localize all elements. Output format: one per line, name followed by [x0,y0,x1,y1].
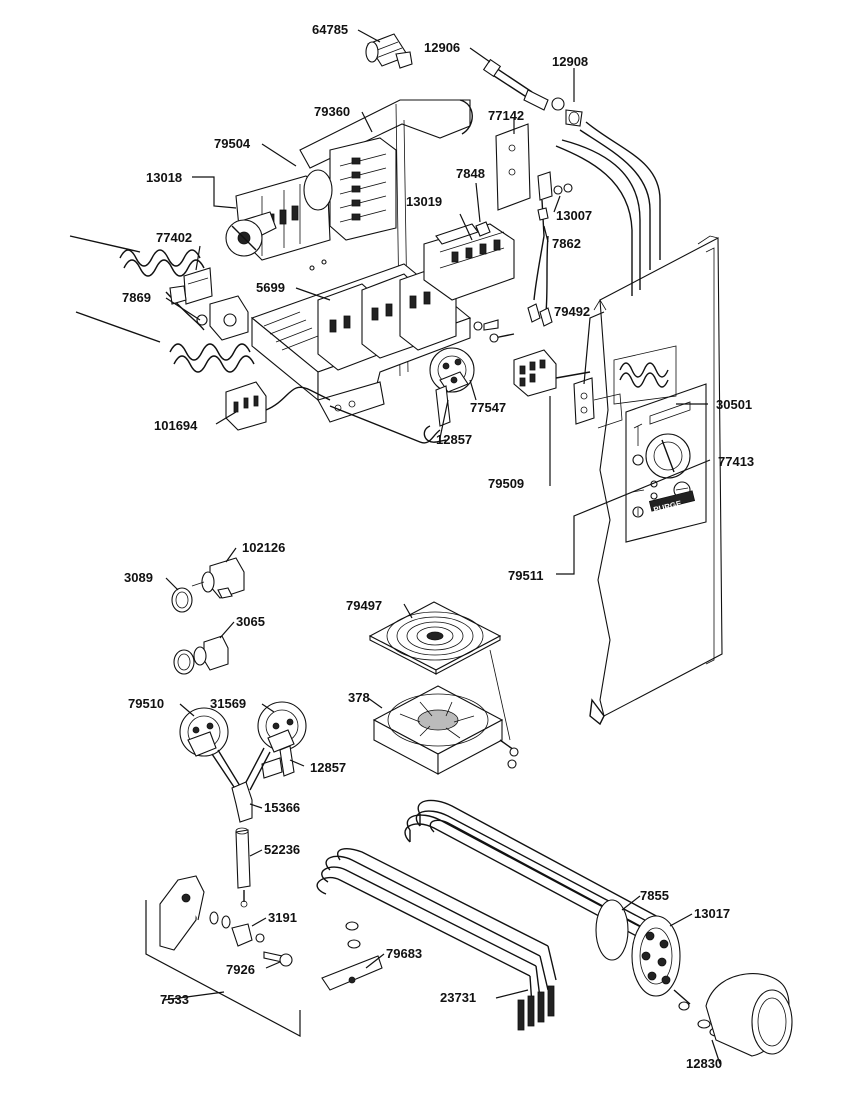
part-label-p79510: 79510 [128,696,164,711]
part-label-p79497: 79497 [346,598,382,613]
panel-switch [513,349,623,429]
part-label-p79360: 79360 [314,104,350,119]
part-label-p12857b: 12857 [310,760,346,775]
part-label-p79511: 79511 [508,568,543,583]
part-label-p378: 378 [348,690,370,705]
part-label-p7848: 7848 [456,166,485,181]
pressure-switch-upper [329,347,475,444]
part-label-p30501: 30501 [716,397,752,412]
temperature-probe [482,58,583,127]
part-label-p77413: 77413 [718,454,754,469]
terminal-rail [423,223,515,301]
part-label-p7533: 7533 [160,992,189,1007]
part-label-p101694: 101694 [154,418,198,433]
part-label-p102126: 102126 [242,540,285,555]
indicator-lamp-3065 [173,635,229,675]
part-label-p52236: 52236 [264,842,300,857]
pressure-switch-31569 [243,701,307,791]
part-label-p15366: 15366 [264,800,300,815]
part-label-p5699: 5699 [256,280,285,295]
part-label-p77142: 77142 [488,108,524,123]
part-label-p12830: 12830 [686,1056,722,1071]
heating-element-23731 [316,848,557,1031]
part-label-p79683: 79683 [386,946,422,961]
part-label-p79492: 79492 [554,304,590,319]
safety-thermostat [196,295,249,341]
part-label-p31569: 31569 [210,696,246,711]
element-flange-13017 [595,899,723,1037]
part-label-p77402: 77402 [156,230,192,245]
rotary-switch [225,169,333,261]
panel-spring [613,345,677,405]
mounting-screws [309,259,515,343]
part-label-p7855: 7855 [640,888,669,903]
part-label-p79509: 79509 [488,476,524,491]
pressure-switch-79510 [179,707,241,791]
hose-52236 [235,827,251,908]
part-label-p13019: 13019 [406,194,442,209]
fan-guard-79497 [368,601,502,675]
element-bracket-79683 [321,921,383,991]
part-label-p13017: 13017 [694,906,730,921]
contactor-block [317,265,457,371]
cover-plate [495,123,531,211]
thermostat-clip [169,267,213,305]
fitting-3191 [209,911,265,947]
part-label-p3065: 3065 [236,614,265,629]
part-label-p7869: 7869 [122,290,151,305]
indicator-lamp-102126 [191,557,245,599]
earth-clip [527,171,573,327]
capillary-tubes [555,121,661,296]
part-label-p3191: 3191 [268,910,297,925]
part-label-p13007: 13007 [556,208,592,223]
part-label-p13018: 13018 [146,170,182,185]
heating-element-7855 [404,799,661,941]
relay-holder [475,221,491,237]
part-label-p3089: 3089 [124,570,153,585]
y-connector [231,781,253,823]
screw-7926 [263,951,293,967]
part-label-p7926: 7926 [226,962,255,977]
bracket-7533 [145,875,301,1037]
element-cover-12830 [705,973,793,1057]
fan-378 [372,649,519,775]
part-label-p79504: 79504 [214,136,251,151]
part-label-p12906: 12906 [424,40,460,55]
cable-gland [365,33,413,69]
part-label-p12857a: 12857 [436,432,472,447]
part-number-labels: 64785 12906 12908 79360 79504 77142 13018 7848 1… [122,22,754,1071]
part-label-p23731: 23731 [440,990,476,1005]
terminal-block [329,137,397,241]
part-label-p64785: 64785 [312,22,348,37]
control-panel: PURGE [625,383,707,543]
part-label-p12908: 12908 [552,54,588,69]
part-label-p7862: 7862 [552,236,581,251]
part-label-p77547: 77547 [470,400,506,415]
leader-lines [163,29,721,1065]
lamp-ring-3089 [171,587,193,613]
